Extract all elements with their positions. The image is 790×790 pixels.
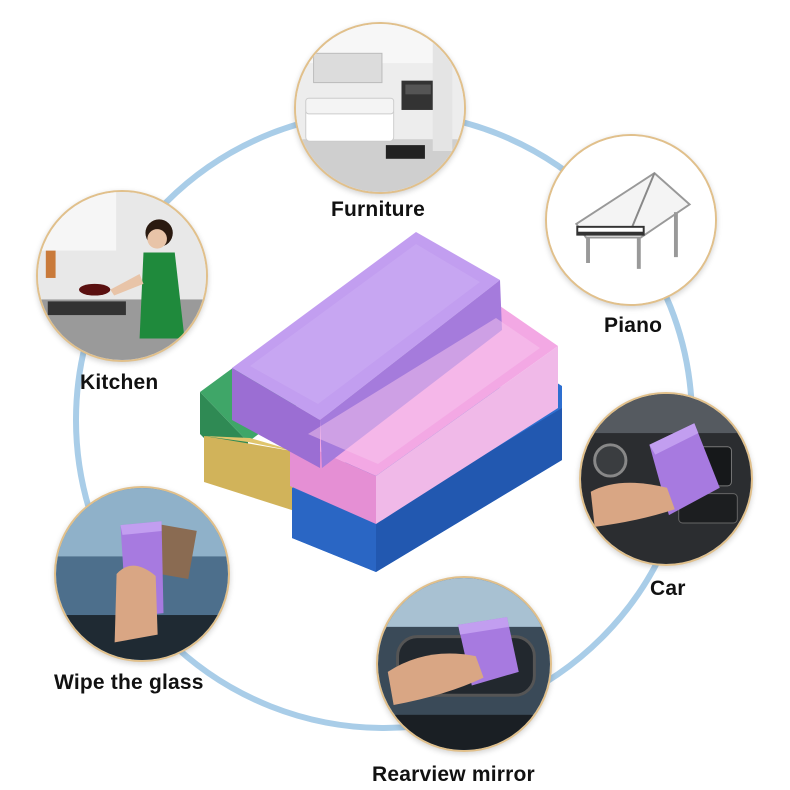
piano-photo bbox=[545, 134, 717, 306]
piano-label: Piano bbox=[604, 314, 663, 337]
sponge-stack-icon bbox=[200, 232, 562, 572]
wipe-glass-photo bbox=[54, 486, 230, 662]
windshield-wipe-icon bbox=[56, 488, 228, 660]
sponge-stack-image bbox=[190, 220, 580, 580]
car-photo bbox=[579, 392, 753, 566]
kitchen-woman-icon bbox=[38, 192, 206, 360]
rearview-mirror-label: Rearview mirror bbox=[372, 763, 535, 786]
white-piano-icon bbox=[547, 136, 715, 304]
car-dashboard-icon bbox=[581, 394, 751, 564]
kitchen-photo bbox=[36, 190, 208, 362]
rearview-mirror-icon bbox=[378, 578, 550, 750]
kitchen-label: Kitchen bbox=[80, 371, 159, 394]
rearview-mirror-photo bbox=[376, 576, 552, 752]
furniture-photo bbox=[294, 22, 466, 194]
car-label: Car bbox=[650, 577, 686, 600]
furniture-label: Furniture bbox=[331, 198, 425, 221]
furniture-room-icon bbox=[296, 24, 464, 192]
wipe-glass-label: Wipe the glass bbox=[54, 671, 204, 694]
